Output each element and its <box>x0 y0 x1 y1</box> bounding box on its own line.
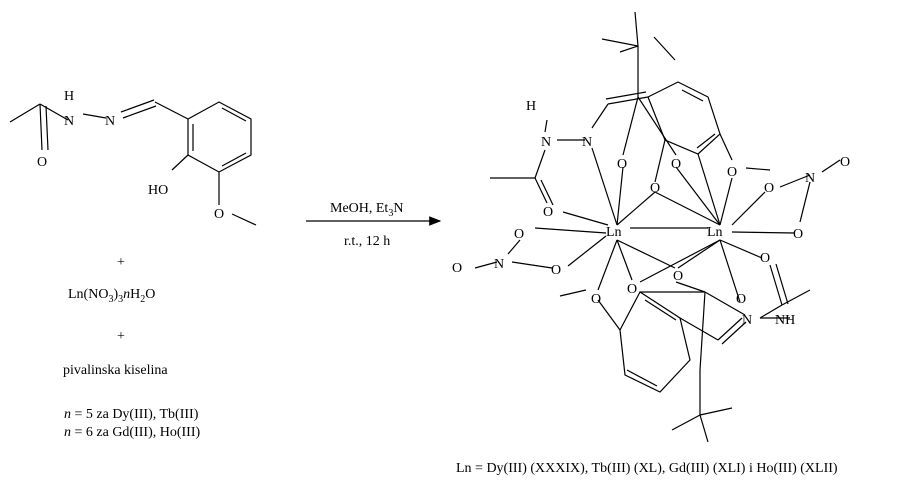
conditions-bottom: r.t., 12 h <box>344 234 390 249</box>
atom-O: O <box>840 155 850 170</box>
atom-N: N <box>105 114 115 129</box>
atom-N: N <box>541 135 551 150</box>
atom-O: O <box>764 181 774 196</box>
conditions-top: MeOH, Et3N <box>330 201 403 219</box>
atom-O: O <box>736 292 746 307</box>
product-atom-labels: H N N O Ln Ln O O O O O N O O O N O O O … <box>452 99 850 328</box>
lanthanide-footnote: Ln = Dy(III) (XXXIX), Tb(III) (XL), Gd(I… <box>456 461 838 476</box>
product-structure <box>474 11 841 443</box>
atom-O: O <box>727 165 737 180</box>
atom-O: O <box>617 157 627 172</box>
plus-sign: + <box>117 255 125 270</box>
atom-O: O <box>591 292 601 307</box>
plus-sign: + <box>117 329 125 344</box>
metal-salt-formula: Ln(NO3)3nH2O <box>68 287 155 305</box>
reactant-structure <box>9 99 257 226</box>
atom-Ln: Ln <box>606 225 622 240</box>
atom-O: O <box>543 205 553 220</box>
atom-N: N <box>494 257 504 272</box>
atom-O: O <box>452 261 462 276</box>
atom-HO: HO <box>148 183 168 198</box>
atom-N: N <box>805 171 815 186</box>
atom-N: N <box>742 313 752 328</box>
atom-N: N <box>64 114 74 129</box>
atom-O: O <box>671 157 681 172</box>
atom-Ln: Ln <box>707 225 723 240</box>
atom-O: O <box>793 227 803 242</box>
atom-O: O <box>650 181 660 196</box>
reactant-atom-labels: H N N O HO O <box>37 89 224 222</box>
atom-O: O <box>673 269 683 284</box>
atom-NH: NH <box>775 313 795 328</box>
atom-O: O <box>214 207 224 222</box>
atom-O: O <box>514 227 524 242</box>
atom-O: O <box>627 282 637 297</box>
n-note: n = 5 za Dy(III), Tb(III) <box>64 407 199 422</box>
acid-label: pivalinska kiselina <box>63 363 168 378</box>
atom-N: N <box>582 135 592 150</box>
atom-O: O <box>760 251 770 266</box>
atom-H: H <box>64 89 74 104</box>
n-note: n = 6 za Gd(III), Ho(III) <box>64 425 201 440</box>
atom-O: O <box>551 263 561 278</box>
atom-H: H <box>526 99 536 114</box>
atom-O: O <box>37 155 47 170</box>
